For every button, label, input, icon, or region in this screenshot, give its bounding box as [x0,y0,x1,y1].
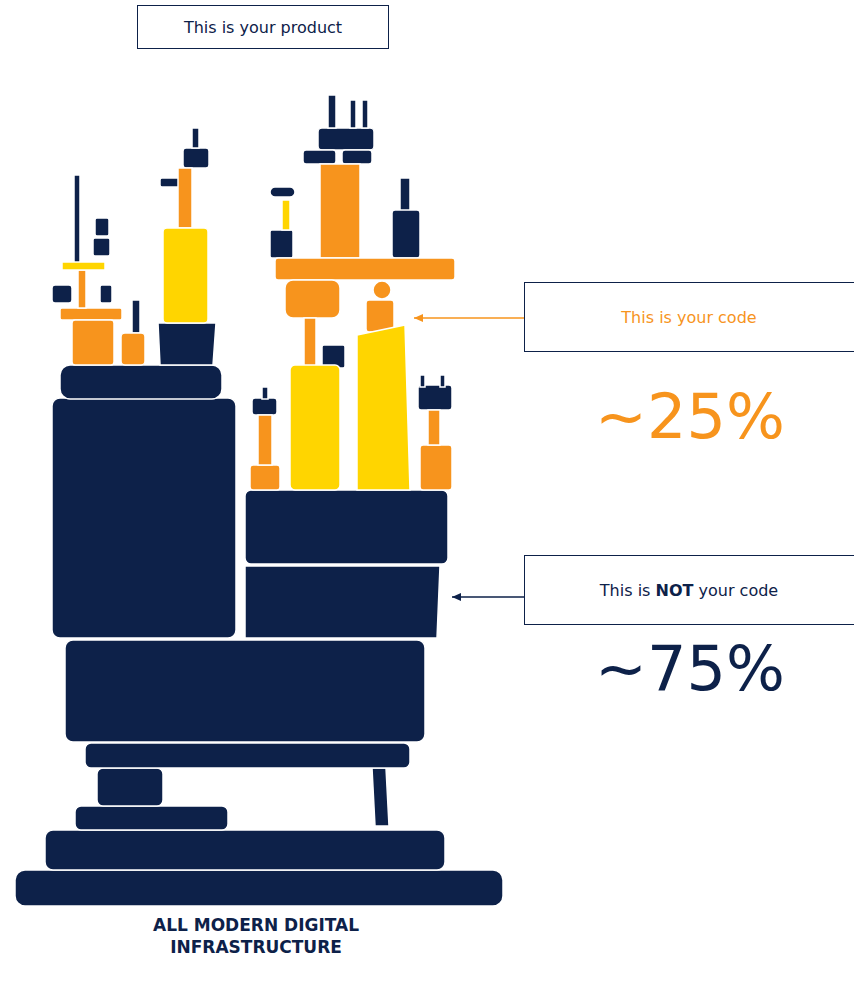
stack-block [85,743,410,768]
stack-block [372,768,389,826]
stack-block [366,300,394,332]
stack-block [304,318,316,368]
stack-block [74,175,80,263]
stack-block [290,365,340,490]
stack-block [52,398,236,638]
stack-block [121,333,145,365]
stack-block [275,258,455,280]
stack-block [245,490,448,564]
stack-block [350,100,356,128]
stack-block [362,100,368,128]
stack-block [158,323,216,365]
dependency-blocks [15,95,503,906]
callout-box: This is your code [524,282,854,352]
stack-block [357,325,410,490]
callout-text: This is your code [621,308,756,327]
callout-text: This is your product [184,18,342,37]
stack-block [132,300,140,333]
stack-block [428,410,440,445]
percentage-label: ~75% [560,632,820,705]
stack-block [392,210,420,258]
stack-block [418,385,452,410]
stack-block [97,768,163,806]
stack-block [270,187,295,197]
callout-text: This is NOT your code [600,581,778,600]
stack-block [285,280,340,318]
percentage-label: ~25% [560,380,820,453]
stack-block [95,218,109,236]
stack-block [342,150,372,164]
leader-line [452,596,524,598]
stack-block [72,320,114,365]
stack-block [270,230,293,258]
stack-block [183,148,209,168]
stack-block [262,387,268,399]
your-code-highlights [62,200,410,490]
callout-box: This is your product [137,5,389,49]
stack-block [60,365,222,399]
stack-block [373,281,391,299]
stack-block [420,445,452,490]
stack-block [400,178,410,213]
stack-block [192,128,199,148]
stack-block [252,398,277,415]
stack-block [245,566,440,638]
stack-block [440,375,445,387]
stack-block [178,168,192,228]
emphasis: NOT [656,581,694,600]
stack-block [163,228,208,323]
stack-block [100,285,112,303]
stack-block [52,285,72,303]
stack-block [15,870,503,906]
stack-block [75,806,228,830]
stack-block [250,465,280,490]
stack-block [318,128,374,150]
stack-block [258,415,272,465]
stack-block [60,308,122,320]
caption: ALL MODERN DIGITAL INFRASTRUCTURE [131,914,381,958]
stack-block [45,830,445,870]
stack-block [78,270,86,308]
stack-block [65,640,425,742]
stack-block [320,164,360,258]
your-code-blocks [60,164,455,490]
stack-block [282,200,290,230]
stack-block [93,238,110,256]
leader-line [414,317,524,319]
stack-block [420,375,425,387]
stack-block [328,95,336,128]
callout-box: This is NOT your code [524,555,854,625]
stack-block [62,262,105,270]
stack-block [303,150,336,164]
